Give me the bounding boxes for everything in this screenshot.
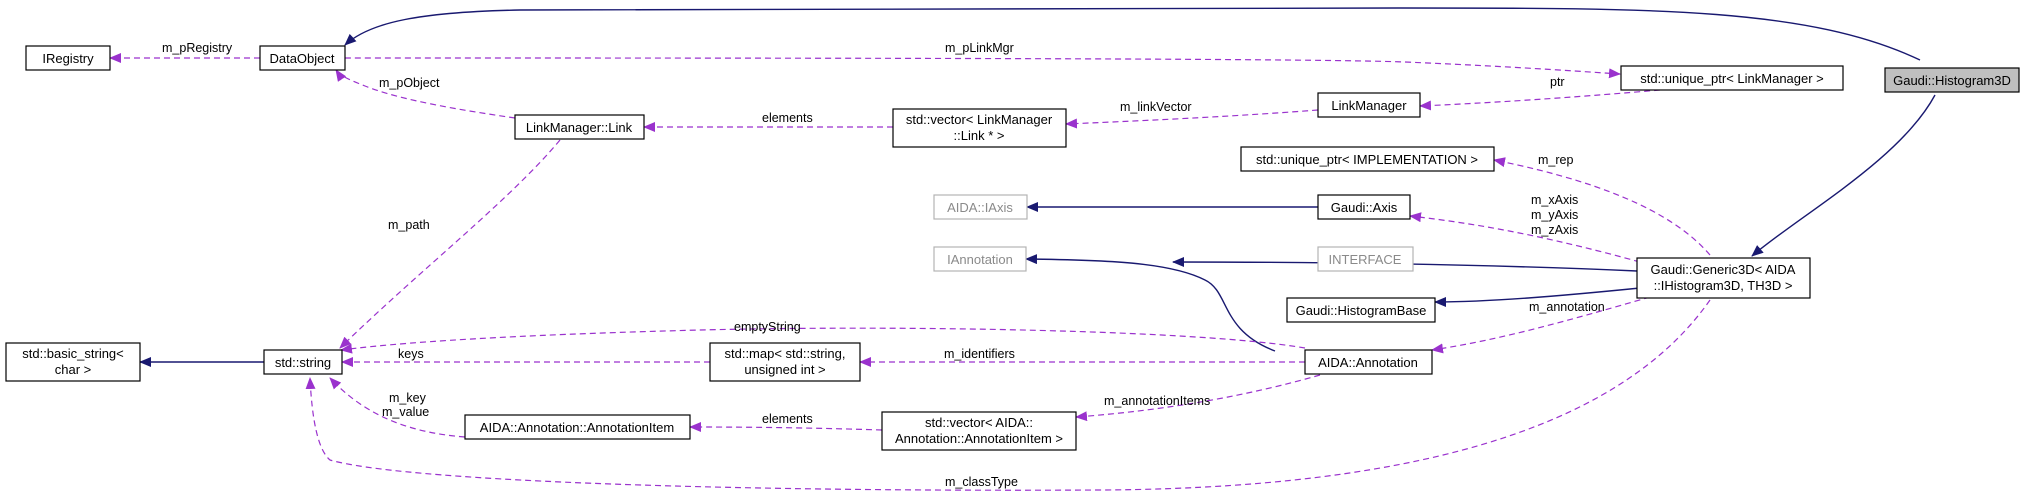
svg-text:DataObject: DataObject [269, 51, 334, 66]
node-gaudi-axis[interactable]: Gaudi::Axis [1317, 194, 1411, 220]
svg-text:AIDA::Annotation: AIDA::Annotation [1318, 355, 1418, 370]
svg-text:Gaudi::Histogram3D: Gaudi::Histogram3D [1893, 73, 2011, 88]
label-m-annotationitems: m_annotationItems [1104, 394, 1210, 408]
node-std-string[interactable]: std::string [263, 349, 343, 375]
node-aida-annotation[interactable]: AIDA::Annotation [1304, 349, 1433, 375]
svg-text:::IHistogram3D, TH3D >: ::IHistogram3D, TH3D > [1654, 278, 1793, 293]
node-gaudi-histogram3d[interactable]: Gaudi::Histogram3D [1884, 67, 2020, 93]
svg-text:std::basic_string<: std::basic_string< [22, 346, 124, 361]
label-m-zaxis: m_zAxis [1531, 223, 1578, 237]
label-ptr: ptr [1550, 75, 1565, 89]
edge-generic3d-to-gaudiaxis [1409, 212, 1641, 263]
label-m-xaxis: m_xAxis [1531, 193, 1578, 207]
edge-aidaannotation-to-iannotation [1025, 254, 1276, 352]
edge-link-to-dataobject [335, 69, 516, 119]
edge-generic3d-to-uniqueptr-impl [1493, 157, 1711, 256]
node-linkmanager-link[interactable]: LinkManager::Link [514, 114, 645, 140]
svg-text:std::map< std::string,: std::map< std::string, [724, 346, 845, 361]
inheritance-edges [139, 7, 1936, 367]
edge-annotationitem-to-stdstring [329, 377, 466, 438]
nodes: Gaudi::Histogram3D DataObject IRegistry … [5, 45, 2020, 451]
svg-text:Annotation::AnnotationItem >: Annotation::AnnotationItem > [895, 431, 1063, 446]
node-dataobject[interactable]: DataObject [259, 45, 346, 71]
usage-edges [109, 53, 1711, 491]
edge-linkmanager-to-vector [1065, 109, 1319, 129]
node-linkmanager[interactable]: LinkManager [1317, 92, 1421, 118]
label-m-key: m_key [389, 391, 427, 405]
svg-text:std::unique_ptr< LinkManager >: std::unique_ptr< LinkManager > [1640, 71, 1824, 86]
node-vector-annotation-item[interactable]: std::vector< AIDA:: Annotation::Annotati… [881, 411, 1077, 451]
node-gaudi-generic3d[interactable]: Gaudi::Generic3D< AIDA ::IHistogram3D, T… [1636, 257, 1811, 299]
node-iregistry[interactable]: IRegistry [25, 45, 111, 71]
edge-histogram3d-to-generic3d [1751, 94, 1936, 257]
svg-text:LinkManager::Link: LinkManager::Link [526, 120, 633, 135]
svg-text:std::vector< AIDA::: std::vector< AIDA:: [925, 415, 1033, 430]
edge-aidaannotation-to-vectoritem [1075, 374, 1321, 422]
label-m-plinkmgr: m_pLinkMgr [945, 41, 1014, 55]
label-m-yaxis: m_yAxis [1531, 208, 1578, 222]
label-m-identifiers: m_identifiers [944, 347, 1015, 361]
node-unique-ptr-linkmanager[interactable]: std::unique_ptr< LinkManager > [1620, 65, 1844, 91]
edge-vectoritem-to-annotationitem [689, 422, 883, 433]
edge-labels: m_pRegistry m_pLinkMgr ptr m_linkVector … [162, 41, 1605, 489]
node-aida-iaxis[interactable]: AIDA::IAxis [933, 194, 1028, 220]
edge-generic3d-to-histogrambase [1434, 287, 1641, 307]
edge-generic3d-to-stdstring-classtype [305, 299, 1711, 491]
svg-text:std::unique_ptr< IMPLEMENTATIO: std::unique_ptr< IMPLEMENTATION > [1256, 152, 1478, 167]
svg-text:LinkManager: LinkManager [1331, 98, 1407, 113]
label-elements-link: elements [762, 111, 813, 125]
svg-text:::Link * >: ::Link * > [954, 128, 1005, 143]
svg-text:Gaudi::Axis: Gaudi::Axis [1331, 200, 1398, 215]
edge-uniqueptr-to-linkmanager [1419, 89, 1661, 111]
label-m-linkvector: m_linkVector [1120, 100, 1192, 114]
label-m-rep: m_rep [1538, 153, 1573, 167]
node-std-map[interactable]: std::map< std::string, unsigned int > [709, 342, 861, 382]
node-iannotation[interactable]: IAnnotation [933, 246, 1027, 272]
svg-text:IAnnotation: IAnnotation [947, 252, 1013, 267]
label-keys: keys [398, 347, 424, 361]
svg-text:IRegistry: IRegistry [42, 51, 94, 66]
label-elements-item: elements [762, 412, 813, 426]
svg-text:std::vector< LinkManager: std::vector< LinkManager [906, 112, 1053, 127]
edge-link-to-stdstring [339, 139, 561, 349]
label-m-pregistry: m_pRegistry [162, 41, 233, 55]
label-emptystring: emptyString [734, 320, 801, 334]
node-gaudi-histogrambase[interactable]: Gaudi::HistogramBase [1286, 297, 1436, 323]
node-aida-annotation-item[interactable]: AIDA::Annotation::AnnotationItem [464, 414, 691, 440]
svg-text:INTERFACE: INTERFACE [1329, 252, 1402, 267]
svg-text:Gaudi::HistogramBase: Gaudi::HistogramBase [1296, 303, 1427, 318]
label-m-path: m_path [388, 218, 430, 232]
node-interface[interactable]: INTERFACE [1317, 246, 1414, 272]
svg-text:AIDA::Annotation::AnnotationIt: AIDA::Annotation::AnnotationItem [480, 420, 674, 435]
node-vector-linkmanager-link[interactable]: std::vector< LinkManager ::Link * > [892, 108, 1067, 148]
edge-generic3d-to-aidaannotation [1431, 296, 1651, 354]
node-unique-ptr-implementation[interactable]: std::unique_ptr< IMPLEMENTATION > [1240, 146, 1495, 172]
edge-generic3d-to-interface [1172, 257, 1638, 272]
svg-text:AIDA::IAxis: AIDA::IAxis [947, 200, 1013, 215]
edge-aidaannotation-to-stdstring-emptystring [340, 327, 1306, 354]
svg-text:unsigned int >: unsigned int > [744, 362, 825, 377]
node-std-basic-string[interactable]: std::basic_string< char > [5, 342, 141, 382]
svg-text:std::string: std::string [275, 355, 331, 370]
edge-histogram3d-to-dataobject [344, 7, 1921, 61]
label-m-classtype: m_classType [945, 475, 1018, 489]
label-m-annotation: m_annotation [1529, 300, 1605, 314]
label-m-pobject: m_pObject [379, 76, 440, 90]
svg-text:char >: char > [55, 362, 92, 377]
label-m-value: m_value [382, 405, 429, 419]
svg-text:Gaudi::Generic3D< AIDA: Gaudi::Generic3D< AIDA [1651, 262, 1796, 277]
edge-dataobject-to-uniqueptr-linkmgr [344, 57, 1621, 79]
